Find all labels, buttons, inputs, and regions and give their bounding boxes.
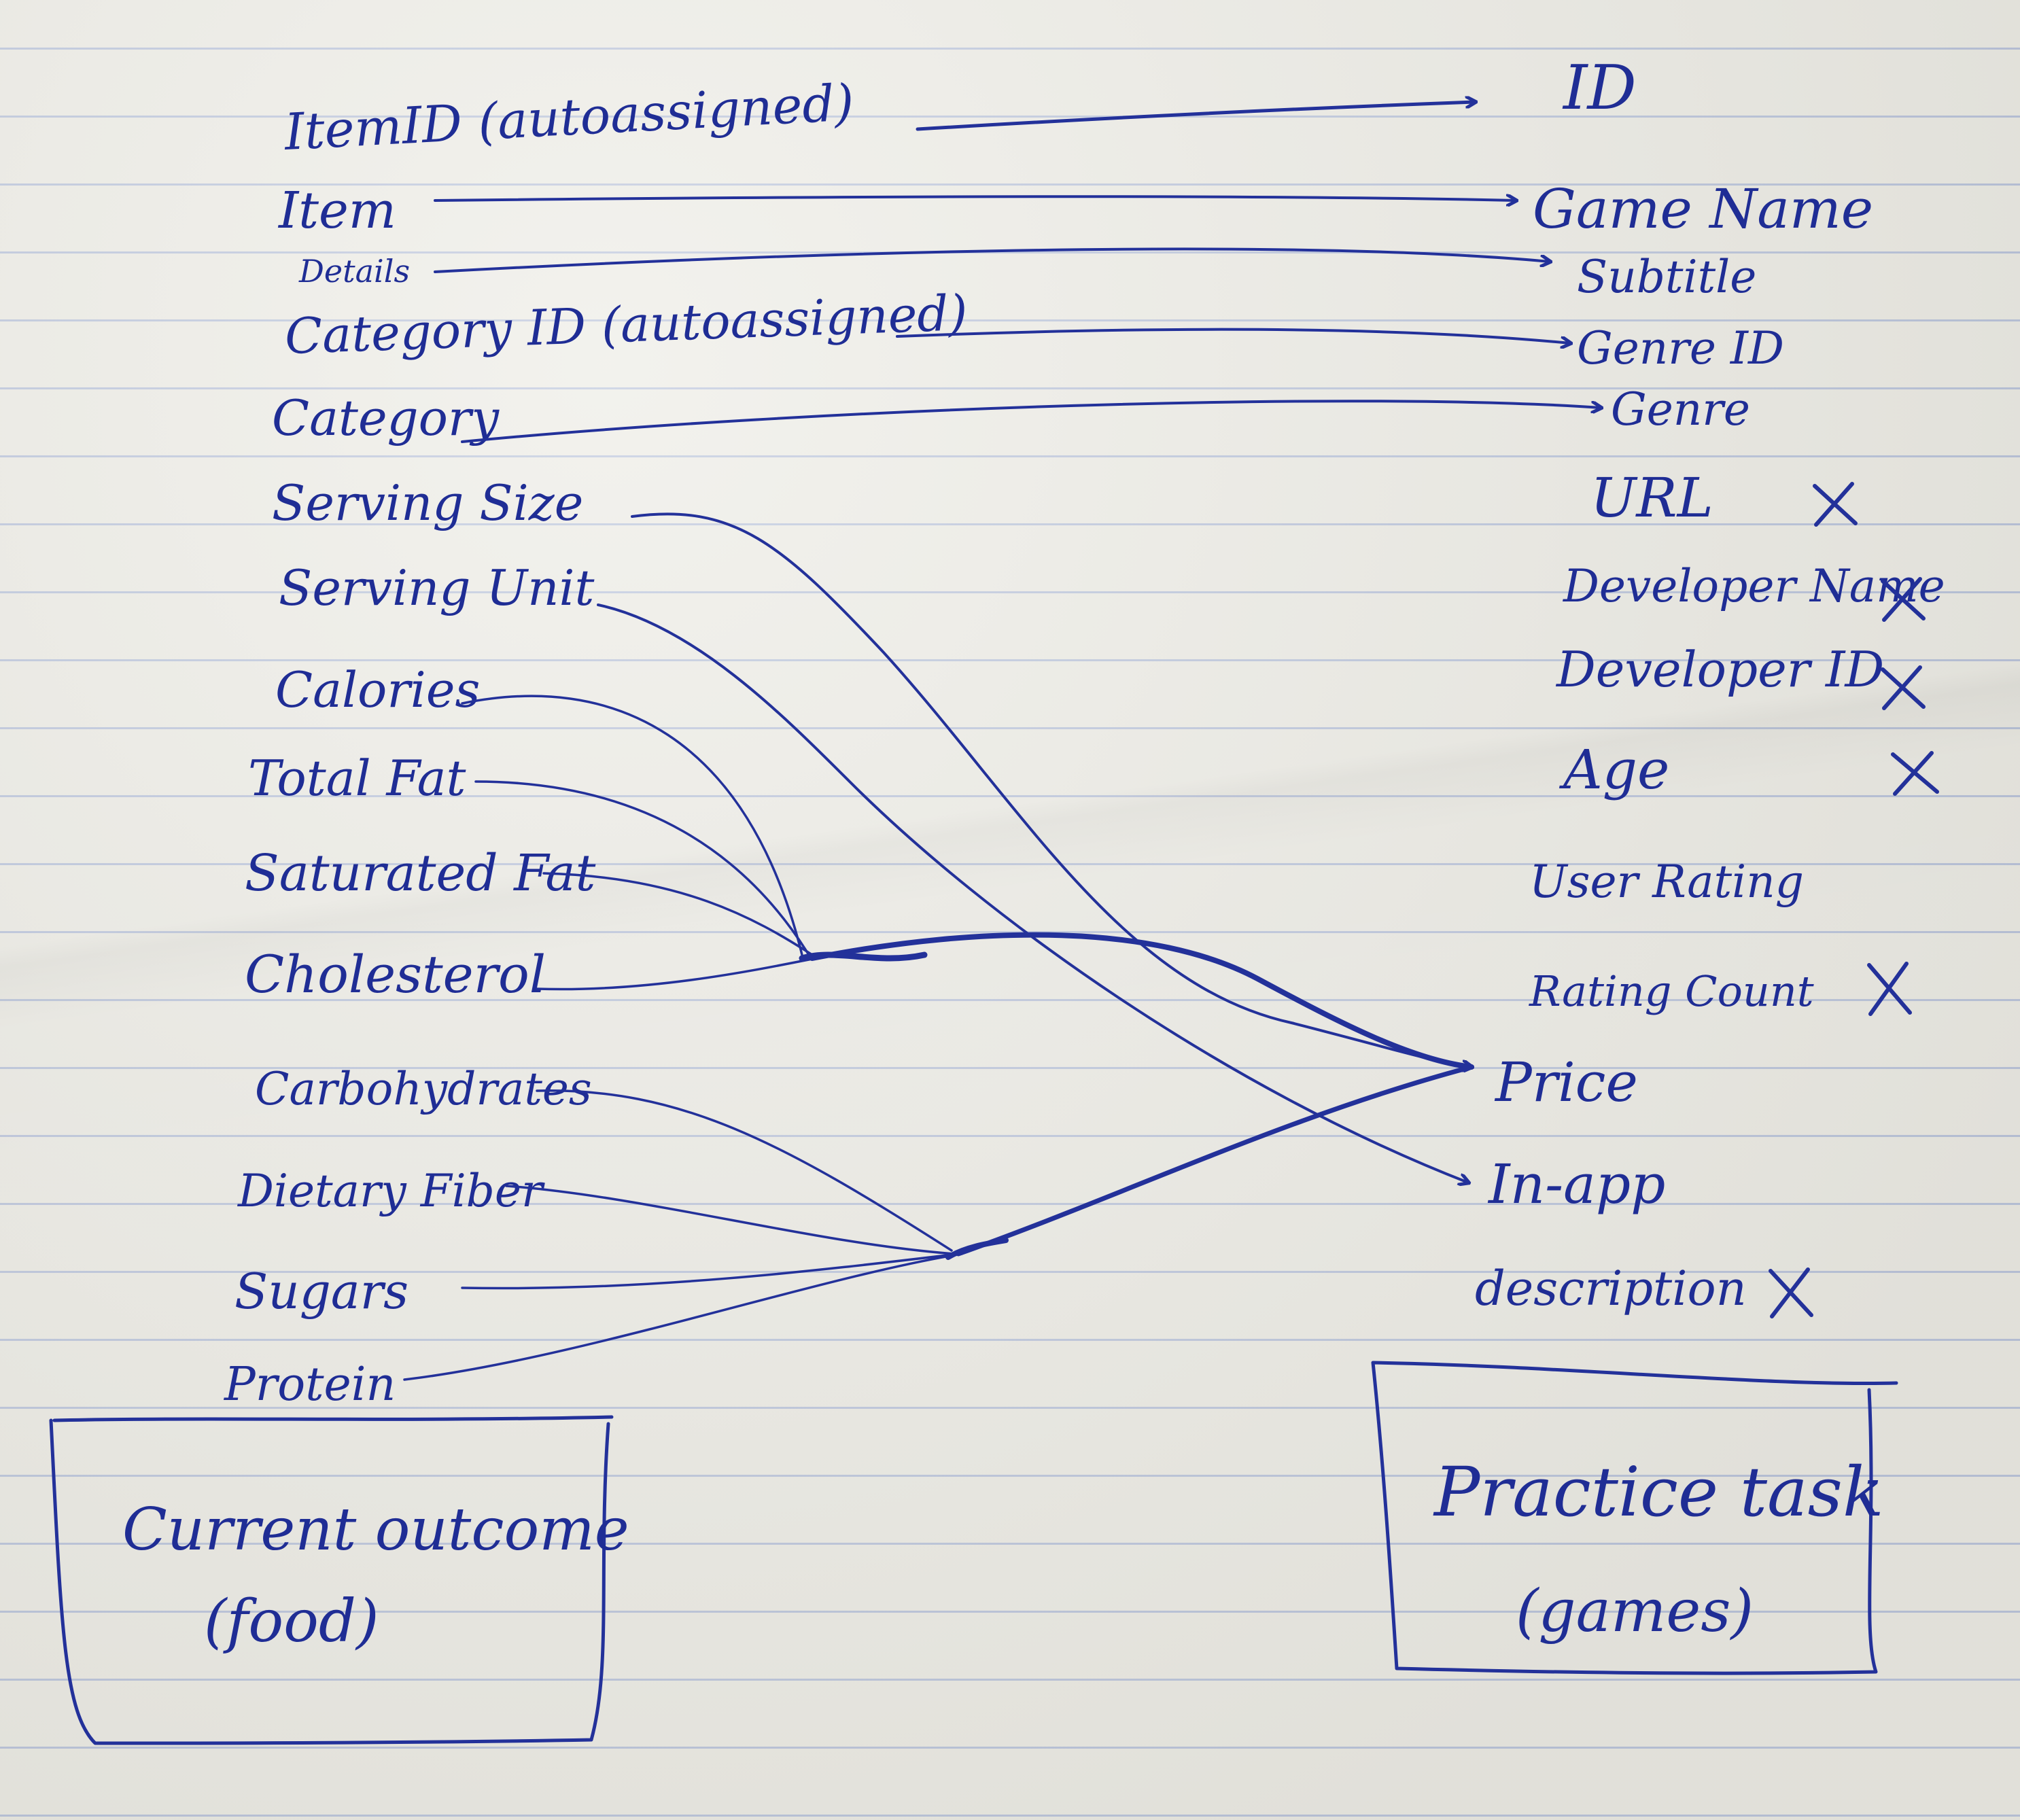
arrow-details-to-subtitle [434, 247, 1550, 273]
source-field-carbohydrates: Carbohydrates [255, 1063, 592, 1115]
source-field-serving-unit: Serving Unit [279, 559, 595, 616]
knot-upper [799, 951, 928, 962]
source-field-item: Item [277, 181, 396, 240]
target-field-age: Age [1558, 738, 1669, 801]
arrow-category-id-to-genre-id [896, 328, 1570, 343]
line-serving-unit-to-in-app [597, 603, 1468, 1183]
practice-task-subtitle: (games) [1516, 1577, 1754, 1645]
source-field-protein: Protein [223, 1358, 396, 1412]
target-field-rating-count: Rating Count [1529, 966, 1814, 1016]
source-field-item-id: ItemID (autoassigned) [281, 73, 855, 162]
target-field-developer-name: Developer Name [1563, 560, 1945, 612]
target-field-in-app: In-app [1487, 1153, 1665, 1216]
source-field-total-fat: Total Fat [248, 750, 467, 807]
source-field-sugars: Sugars [234, 1263, 408, 1320]
line-saturated-fat-to-knot [542, 872, 814, 956]
current-outcome-box: Current outcome (food) [49, 1415, 629, 1745]
current-outcome-subtitle: (food) [204, 1588, 379, 1656]
target-field-game-name: Game Name [1533, 177, 1873, 241]
target-field-description: description [1475, 1261, 1747, 1316]
line-dietary-fiber-to-knot [505, 1185, 956, 1255]
line-calories-to-knot [461, 695, 803, 956]
converging-mapping-lines [403, 512, 1474, 1381]
current-outcome-title: Current outcome [122, 1496, 629, 1564]
line-lower-knot-to-price [956, 1064, 1474, 1257]
source-field-calories: Calories [275, 661, 480, 718]
target-field-url: URL [1590, 466, 1713, 529]
source-field-serving-size: Serving Size [272, 474, 583, 531]
target-field-list: ID Game Name Subtitle Genre ID Genre URL… [1475, 52, 1945, 1316]
direct-mapping-arrows [434, 102, 1601, 443]
x-mark-developer-name [1881, 577, 1926, 622]
source-field-category-id: Category ID (autoassigned) [284, 284, 969, 365]
crossed-out-marks [1769, 482, 1939, 1318]
source-field-dietary-fiber: Dietary Fiber [237, 1165, 545, 1217]
target-field-user-rating: User Rating [1529, 856, 1804, 908]
target-field-price: Price [1494, 1051, 1638, 1114]
target-field-subtitle: Subtitle [1577, 251, 1756, 303]
knot-lower [945, 1238, 1009, 1260]
line-carbohydrates-to-knot [536, 1089, 953, 1252]
practice-task-title: Practice task [1433, 1452, 1884, 1532]
current-outcome-box-outline [49, 1415, 614, 1745]
source-field-saturated-fat: Saturated Fat [245, 844, 596, 903]
x-mark-url [1813, 482, 1858, 527]
source-field-list: ItemID (autoassigned) Item Details Categ… [223, 73, 969, 1412]
target-field-id: ID [1562, 52, 1637, 124]
arrow-item-id-to-id [916, 102, 1475, 131]
practice-task-box-outline [1371, 1361, 1898, 1675]
x-mark-rating-count [1867, 962, 1912, 1016]
arrow-item-to-game-name [434, 196, 1516, 200]
x-mark-developer-id [1881, 665, 1926, 710]
source-field-cholesterol: Cholesterol [245, 944, 546, 1004]
x-mark-age [1891, 751, 1939, 796]
arrow-category-to-genre [461, 400, 1601, 443]
target-field-genre-id: Genre ID [1577, 322, 1784, 374]
target-field-genre: Genre [1611, 383, 1750, 436]
line-protein-to-knot [403, 1253, 963, 1381]
line-sugars-to-knot [461, 1253, 960, 1290]
line-serving-size-to-price [631, 512, 1469, 1068]
target-field-developer-id: Developer ID [1555, 641, 1884, 698]
source-field-category: Category [272, 389, 500, 447]
line-total-fat-to-knot [474, 780, 810, 956]
source-field-details: Details [298, 253, 410, 290]
x-mark-description [1769, 1267, 1813, 1318]
line-knot-to-price [809, 932, 1472, 1067]
line-cholesterol-to-knot [536, 957, 817, 991]
practice-task-box: Practice task (games) [1371, 1361, 1898, 1675]
